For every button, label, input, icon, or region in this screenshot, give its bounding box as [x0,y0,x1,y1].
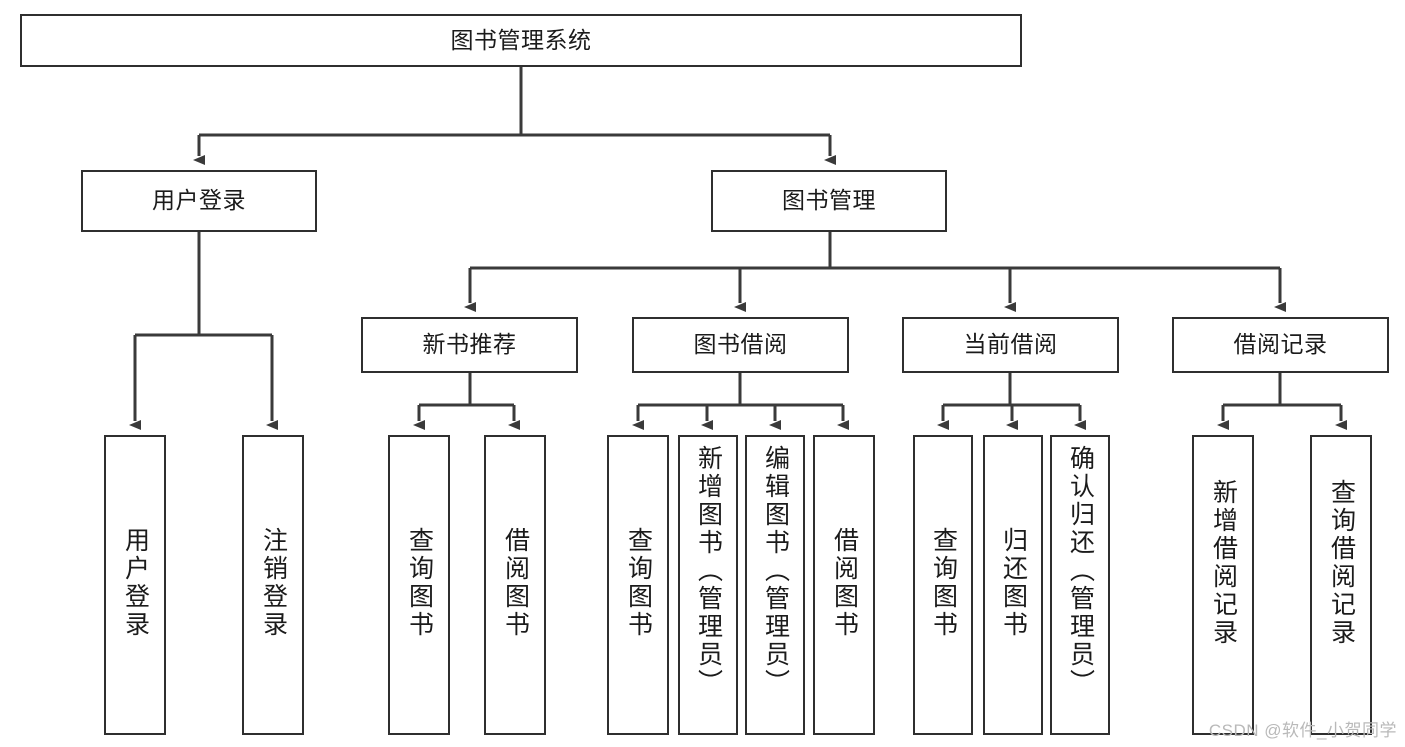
leaf-new-book-borrow[interactable]: 借阅图书 [484,435,546,735]
node-user-login[interactable]: 用户登录 [81,170,317,232]
leaf-borrow-edit-book-admin[interactable]: 编辑图书（管理员） [745,435,805,735]
node-root-system[interactable]: 图书管理系统 [20,14,1022,67]
node-label: 用户登录 [152,187,246,214]
node-label: 借阅图书 [501,527,530,639]
node-label: 编辑图书（管理员） [761,445,790,697]
node-label: 新增图书（管理员） [694,445,723,697]
node-borrow-record[interactable]: 借阅记录 [1172,317,1389,373]
leaf-current-query-book[interactable]: 查询图书 [913,435,973,735]
leaf-record-add-record[interactable]: 新增借阅记录 [1192,435,1254,735]
leaf-record-query-record[interactable]: 查询借阅记录 [1310,435,1372,735]
node-label: 查询图书 [624,527,653,639]
leaf-borrow-add-book-admin[interactable]: 新增图书（管理员） [678,435,738,735]
node-label: 查询借阅记录 [1327,479,1356,647]
node-label: 图书管理 [782,187,876,214]
node-label: 确认归还（管理员） [1066,445,1095,697]
node-book-management[interactable]: 图书管理 [711,170,947,232]
watermark-text: CSDN @软件_小贺同学 [1208,721,1397,740]
node-label: 用户登录 [121,527,150,639]
node-label: 新书推荐 [422,331,517,358]
leaf-current-confirm-return-admin[interactable]: 确认归还（管理员） [1050,435,1110,735]
node-label: 借阅记录 [1233,331,1328,358]
node-label: 当前借阅 [963,331,1058,358]
node-book-borrow[interactable]: 图书借阅 [632,317,849,373]
leaf-new-book-query[interactable]: 查询图书 [388,435,450,735]
leaf-current-return-book[interactable]: 归还图书 [983,435,1043,735]
leaf-user-login-signin[interactable]: 用户登录 [104,435,166,735]
node-label: 借阅图书 [830,527,859,639]
node-label: 查询图书 [929,527,958,639]
leaf-borrow-query-book[interactable]: 查询图书 [607,435,669,735]
node-label: 图书借阅 [693,331,788,358]
node-new-book-recommend[interactable]: 新书推荐 [361,317,578,373]
node-current-borrow[interactable]: 当前借阅 [902,317,1119,373]
leaf-user-login-signout[interactable]: 注销登录 [242,435,304,735]
node-label: 归还图书 [999,527,1028,639]
node-label: 查询图书 [405,527,434,639]
node-label: 图书管理系统 [450,26,592,53]
node-label: 注销登录 [259,527,288,639]
node-label: 新增借阅记录 [1209,479,1238,647]
leaf-borrow-borrow-book[interactable]: 借阅图书 [813,435,875,735]
